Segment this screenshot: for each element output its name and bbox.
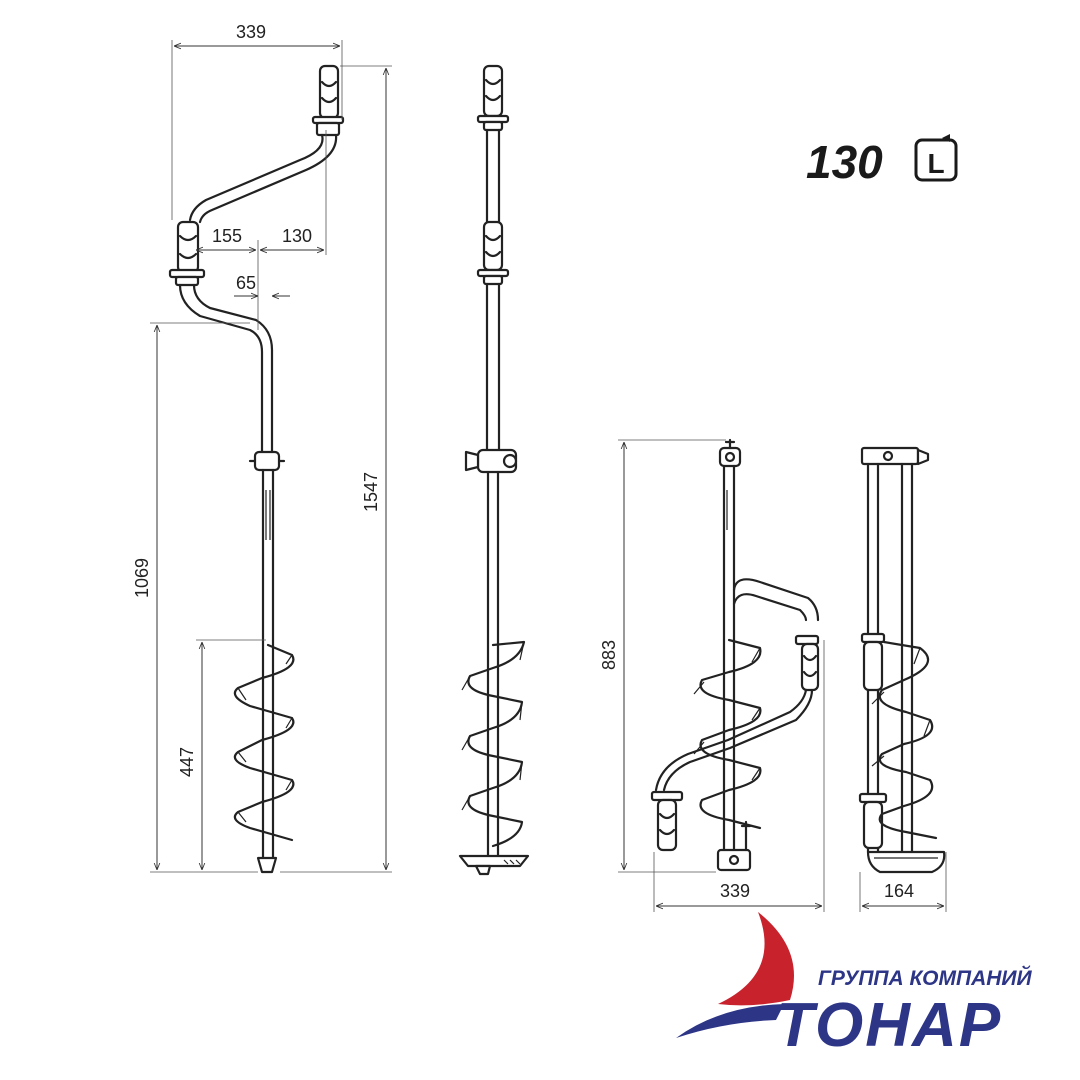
logo-swoosh-blue xyxy=(676,1004,784,1038)
model-diameter: 130 xyxy=(806,136,883,188)
dim-upper-offset: 155 xyxy=(212,226,242,246)
left-rotation-badge: L xyxy=(914,134,958,182)
folded-front-view: 164 xyxy=(858,446,947,912)
brand-logo: ГРУППА КОМПАНИЙ ТОНАР xyxy=(676,912,1033,1060)
dim-folded-depth: 164 xyxy=(884,881,914,901)
brand-group-label: ГРУППА КОМПАНИЙ xyxy=(818,966,1033,990)
logo-sail-red xyxy=(718,912,794,1006)
dim-total-height: 1547 xyxy=(361,472,381,512)
assembled-front-view xyxy=(458,64,530,876)
dim-lower-height: 1069 xyxy=(132,558,152,598)
dim-left-width: 339 xyxy=(236,22,266,42)
dim-folded-height: 883 xyxy=(599,640,619,670)
assembled-side-view: 339 155 130 65 1547 1069 447 xyxy=(132,22,392,874)
dim-auger-length: 447 xyxy=(177,747,197,777)
dim-handle-offset: 130 xyxy=(282,226,312,246)
dim-folded-width: 339 xyxy=(720,881,750,901)
model-label: 130 L xyxy=(806,134,958,188)
rotation-letter: L xyxy=(927,148,944,179)
brand-name: ТОНАР xyxy=(776,991,1002,1060)
folded-side-view: 883 339 xyxy=(599,438,825,912)
dim-crank-offset: 65 xyxy=(236,273,256,293)
rotation-arrow-icon xyxy=(942,134,950,142)
